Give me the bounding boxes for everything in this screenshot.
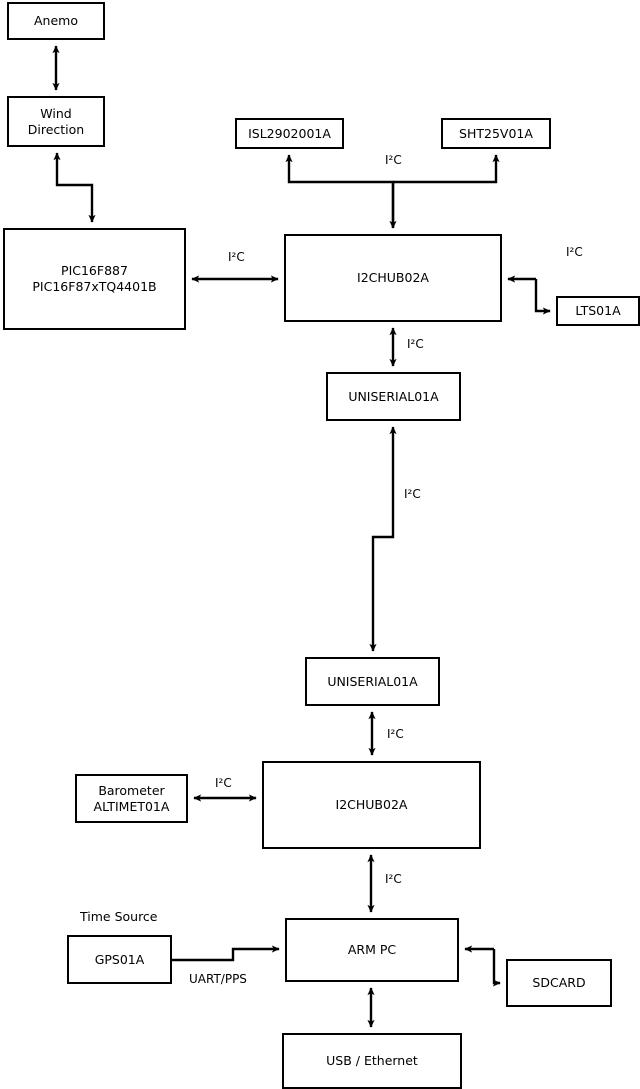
node-anemo-label: Anemo	[34, 13, 78, 28]
node-usb-ethernet-label: USB / Ethernet	[326, 1053, 418, 1068]
node-sht25v01a[interactable]: SHT25V01A	[441, 118, 551, 149]
node-wind-direction[interactable]: Wind Direction	[7, 96, 105, 147]
node-uniserial01a-bottom[interactable]: UNISERIAL01A	[305, 657, 440, 706]
connector-uniserial-link	[369, 426, 397, 652]
node-pic-label-line1: PIC16F887	[61, 263, 128, 278]
node-sdcard[interactable]: SDCARD	[506, 959, 612, 1007]
node-i2chub02a-bottom-label: I2CHUB02A	[335, 797, 408, 812]
edge-label-i2c-uniserial-link: I²C	[404, 487, 421, 501]
connector-hubtop-sensors	[285, 154, 395, 228]
edge-label-i2c-barometer: I²C	[215, 776, 232, 790]
node-i2chub02a-top[interactable]: I2CHUB02A	[284, 234, 502, 322]
edge-label-i2c-sensors: I²C	[385, 153, 402, 167]
node-barometer-altimet01a[interactable]: Barometer ALTIMET01A	[75, 774, 188, 823]
node-sdcard-label: SDCARD	[532, 975, 586, 990]
edge-label-i2c-pic-hub: I²C	[228, 250, 245, 264]
connector-hubtop-lts-out	[534, 279, 551, 315]
node-pic-microcontroller[interactable]: PIC16F887 PIC16F87xTQ4401B	[3, 228, 186, 330]
node-gps01a[interactable]: GPS01A	[67, 935, 172, 984]
node-anemo[interactable]: Anemo	[7, 2, 105, 40]
node-isl2902001a[interactable]: ISL2902001A	[235, 118, 344, 149]
node-i2chub02a-bottom[interactable]: I2CHUB02A	[262, 761, 481, 849]
connector-armpc-sdcard-out	[492, 949, 501, 987]
edge-label-i2c-uniserial-hub: I²C	[387, 727, 404, 741]
node-wind-direction-label-line1: Wind	[40, 105, 72, 121]
node-arm-pc-label: ARM PC	[347, 942, 397, 957]
node-arm-pc[interactable]: ARM PC	[285, 918, 459, 982]
connector-gps-armpc	[172, 945, 280, 962]
node-uniserial01a-top[interactable]: UNISERIAL01A	[326, 372, 461, 421]
node-i2chub02a-top-label: I2CHUB02A	[357, 270, 429, 285]
node-sht25v01a-label: SHT25V01A	[459, 125, 533, 141]
node-wind-direction-label-line2: Direction	[27, 121, 85, 137]
edge-label-i2c-hub-armpc: I²C	[385, 872, 402, 886]
node-uniserial01a-bottom-label: UNISERIAL01A	[327, 673, 418, 689]
node-barometer-label-line2: ALTIMET01A	[93, 798, 170, 814]
node-uniserial01a-top-label: UNISERIAL01A	[348, 388, 439, 404]
connector-sensors-bus-right	[393, 154, 500, 184]
label-time-source: Time Source	[80, 909, 158, 924]
node-lts01a[interactable]: LTS01A	[556, 296, 640, 326]
edge-label-i2c-hub-uniserial: I²C	[407, 337, 424, 351]
node-isl2902001a-label: ISL2902001A	[248, 125, 331, 141]
node-barometer-label-line1: Barometer	[98, 782, 165, 798]
node-pic-label-line2: PIC16F87xTQ4401B	[32, 279, 157, 294]
node-gps01a-label: GPS01A	[94, 951, 145, 967]
node-usb-ethernet[interactable]: USB / Ethernet	[282, 1033, 462, 1089]
edge-label-i2c-lts: I²C	[566, 245, 583, 259]
node-lts01a-label: LTS01A	[575, 303, 621, 318]
edge-label-uart-pps: UART/PPS	[189, 972, 247, 986]
connector-pic-wind	[53, 152, 96, 223]
